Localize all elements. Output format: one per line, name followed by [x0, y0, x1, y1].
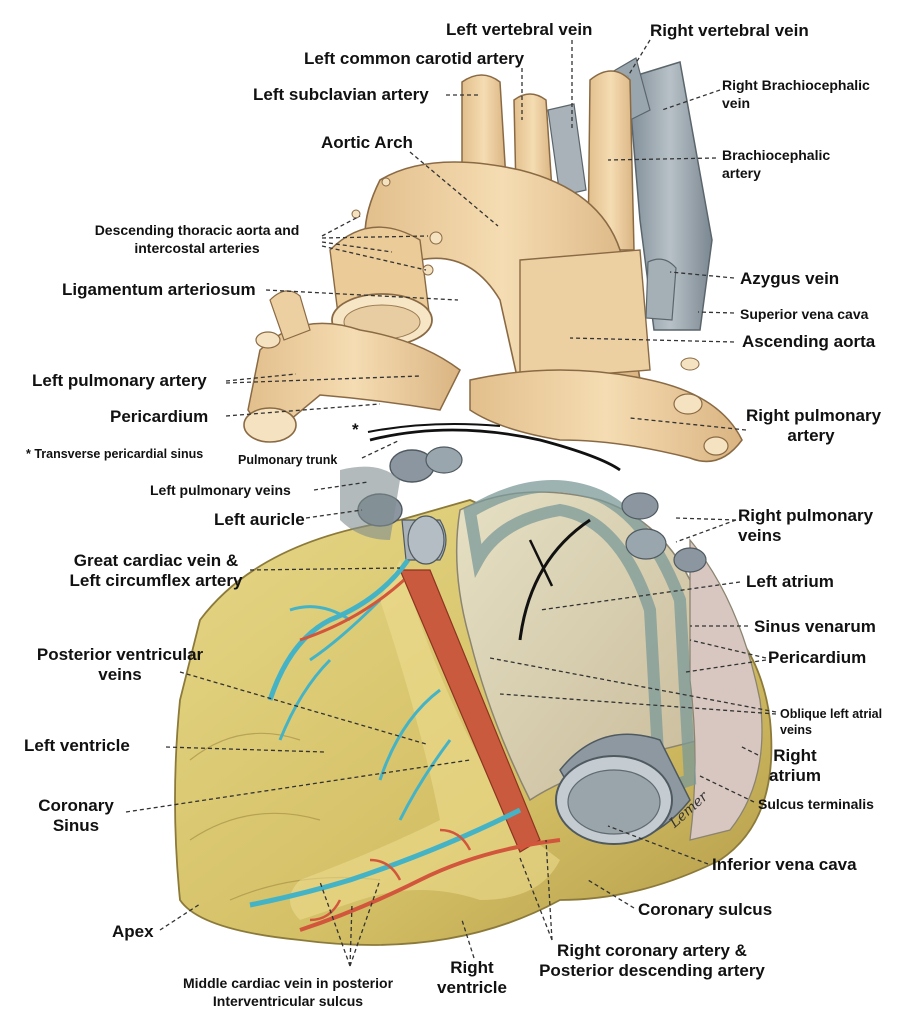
posterior-ventricular-vein [378, 688, 452, 821]
label-right-pulmonary-artery: Right pulmonary artery [746, 406, 882, 446]
fat-sulcus [290, 560, 560, 920]
label-posterior-ventricular-veins-line1: Posterior ventricular [36, 645, 204, 664]
middle-cardiac-vein [249, 807, 522, 908]
label-descending-thoracic-aorta-line1: Descending thoracic aorta and [94, 222, 300, 238]
label-right-pulmonary-veins-line1: Right pulmonary [738, 506, 874, 525]
label-right-pulmonary-artery-line2: artery [787, 426, 835, 445]
right-pulmonary-artery-shape [469, 369, 743, 463]
label-asterisk: * [352, 420, 359, 439]
label-right-ventricle-line2: ventricle [437, 978, 507, 997]
label-left-atrium: Left atrium [746, 572, 834, 591]
label-right-vertebral-vein: Right vertebral vein [650, 21, 809, 40]
label-left-vertebral-vein: Left vertebral vein [446, 20, 593, 39]
label-pericardium-right: Pericardium [768, 648, 867, 667]
label-aortic-arch: Aortic Arch [321, 133, 413, 152]
label-right-brachiocephalic-vein: Right Brachiocephalic vein [722, 76, 870, 112]
label-pericardium-left: Pericardium [110, 407, 209, 426]
label-brachiocephalic-artery-line1: Brachiocephalic [722, 147, 831, 163]
label-right-coronary-artery: Right coronary artery & Posterior descen… [536, 941, 768, 981]
left-pulmonary-branch [269, 290, 311, 341]
label-oblique-left-atrial-veins: Oblique left atrial veins [780, 706, 882, 738]
label-right-coronary-artery-line1: Right coronary artery & [557, 941, 747, 960]
label-right-coronary-artery-line2: Posterior descending artery [539, 961, 765, 980]
left-vertebral-vein [547, 103, 587, 197]
label-left-subclavian-artery: Left subclavian artery [253, 85, 429, 104]
label-apex: Apex [112, 922, 154, 941]
label-left-pulmonary-veins: Left pulmonary veins [150, 482, 291, 498]
label-coronary-sulcus: Coronary sulcus [638, 900, 773, 919]
label-right-pulmonary-veins-line2: veins [738, 526, 782, 545]
label-great-cardiac-vein-line2: Left circumflex artery [69, 571, 243, 590]
label-right-brachiocephalic-vein-line1: Right Brachiocephalic [722, 77, 870, 93]
label-coronary-sinus-line1: Coronary [38, 796, 114, 815]
label-ligamentum-arteriosum: Ligamentum arteriosum [62, 280, 256, 299]
label-great-cardiac-vein: Great cardiac vein & Left circumflex art… [68, 551, 244, 591]
label-superior-vena-cava: Superior vena cava [740, 306, 869, 322]
label-brachiocephalic-artery-line2: artery [722, 165, 761, 181]
label-middle-cardiac-vein-line2: Interventricular sulcus [212, 993, 364, 1009]
label-descending-thoracic-aorta: Descending thoracic aorta and intercosta… [82, 221, 312, 257]
oblique-sinus-curve [518, 518, 591, 641]
label-inferior-vena-cava: Inferior vena cava [712, 855, 857, 874]
label-left-common-carotid-artery: Left common carotid artery [304, 49, 525, 68]
ascending-aorta-shape [519, 249, 651, 381]
label-coronary-sinus-line2: Sinus [52, 816, 100, 835]
label-descending-thoracic-aorta-line2: intercostal arteries [134, 240, 260, 256]
left-common-carotid [513, 93, 553, 193]
label-middle-cardiac-vein-line1: Middle cardiac vein in posterior [182, 975, 394, 991]
great-cardiac-vein [267, 558, 411, 701]
label-right-atrium-line2: atrium [769, 766, 821, 785]
right-coronary-artery [299, 838, 561, 932]
label-middle-cardiac-vein: Middle cardiac vein in posterior Interve… [168, 974, 408, 1010]
label-sinus-venarum: Sinus venarum [754, 617, 876, 636]
label-ascending-aorta: Ascending aorta [742, 332, 876, 351]
label-left-pulmonary-artery: Left pulmonary artery [32, 371, 207, 390]
right-atrium-shape [689, 538, 763, 841]
left-subclavian [461, 74, 507, 183]
leader-lines [125, 39, 777, 967]
label-sulcus-terminalis: Sulcus terminalis [758, 796, 874, 812]
label-left-ventricle: Left ventricle [24, 736, 130, 755]
inferior-vena-cava-shape [555, 733, 691, 845]
azygus-vein-shape [645, 258, 677, 321]
left-pulmonary-artery-cut [243, 407, 297, 443]
label-right-brachiocephalic-vein-line2: vein [722, 95, 751, 111]
label-posterior-ventricular-veins-line2: veins [98, 665, 142, 684]
label-coronary-sinus: Coronary Sinus [28, 796, 124, 836]
transverse-sinus-curve [369, 428, 621, 472]
label-right-pulmonary-veins: Right pulmonary veins [738, 506, 873, 546]
great-vessels [243, 57, 743, 463]
pulmonary-veins [340, 446, 707, 573]
label-great-cardiac-vein-line1: Great cardiac vein & [73, 551, 239, 570]
label-transverse-pericardial-sinus: * Transverse pericardial sinus [26, 447, 204, 461]
label-right-ventricle: Right ventricle [432, 958, 512, 998]
coronary-vessels [249, 558, 561, 932]
label-azygus-vein: Azygus vein [740, 269, 840, 288]
label-right-atrium-line1: Right [773, 746, 817, 765]
label-left-auricle: Left auricle [214, 510, 305, 529]
label-right-pulmonary-artery-line1: Right pulmonary [746, 406, 882, 425]
label-right-atrium: Right atrium [760, 746, 830, 786]
label-brachiocephalic-artery: Brachiocephalic artery [722, 146, 830, 182]
label-posterior-ventricular-veins: Posterior ventricular veins [22, 645, 218, 685]
coronary-sinus-shape [399, 569, 541, 853]
label-right-ventricle-line1: Right [450, 958, 494, 977]
label-pulmonary-trunk: Pulmonary trunk [238, 453, 338, 467]
label-oblique-left-atrial-veins-line1: Oblique left atrial [780, 707, 883, 721]
label-oblique-left-atrial-veins-line2: veins [780, 723, 812, 737]
